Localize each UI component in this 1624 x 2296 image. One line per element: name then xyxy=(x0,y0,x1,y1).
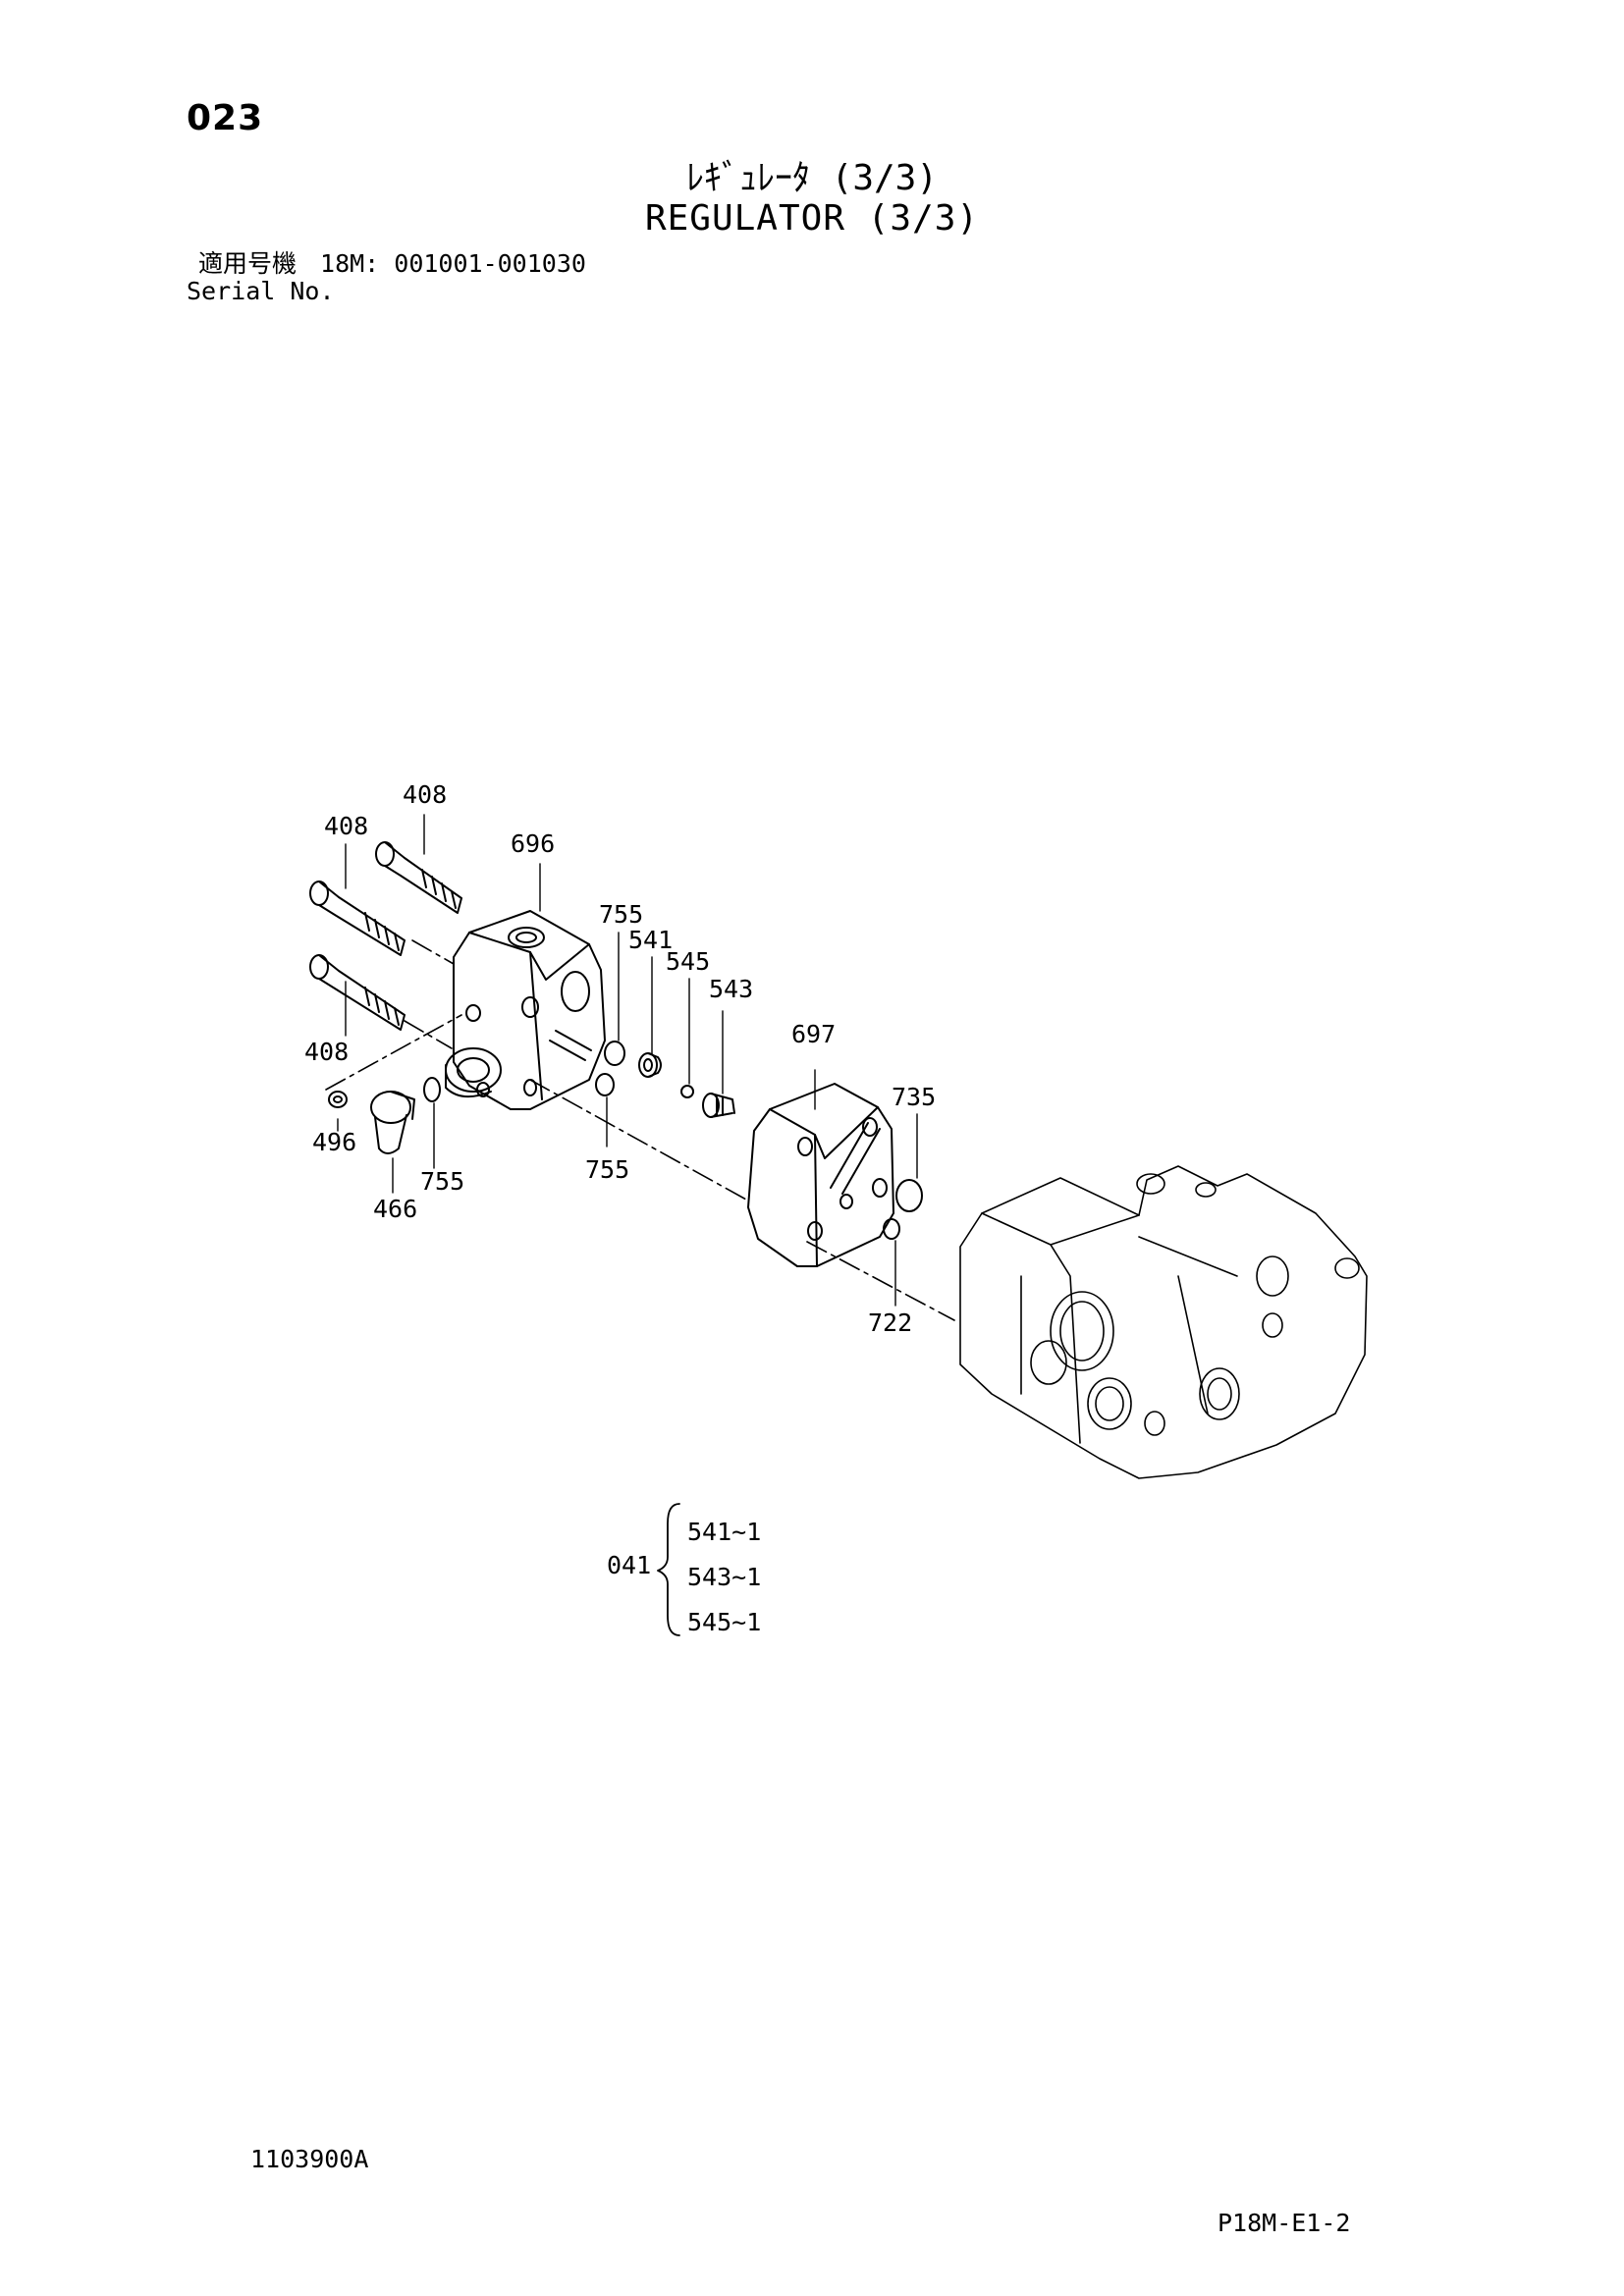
bolt-408-middle xyxy=(309,881,406,956)
bolt-408-lower xyxy=(309,954,406,1031)
plug-466 xyxy=(370,1091,415,1154)
callout-408: 408 xyxy=(324,812,368,840)
callout-697: 697 xyxy=(791,1020,836,1048)
plug-543 xyxy=(702,1093,735,1118)
o-ring-755-lower xyxy=(595,1073,615,1096)
serial-range: 18M: 001001-001030 xyxy=(320,249,586,278)
kit-brace xyxy=(657,1503,680,1636)
callout-leader-lines xyxy=(337,814,918,1307)
callout-466: 466 xyxy=(373,1195,417,1223)
seat-541 xyxy=(638,1052,662,1078)
callout-541: 541 xyxy=(628,926,673,954)
o-ring-755-plug xyxy=(423,1077,441,1102)
callout-755: 755 xyxy=(585,1155,629,1184)
pump-body-phantom xyxy=(959,1165,1368,1479)
callout-496: 496 xyxy=(312,1128,356,1156)
cover-697 xyxy=(747,1083,894,1267)
callout-543: 543 xyxy=(709,975,753,1003)
callout-408: 408 xyxy=(304,1038,349,1066)
plug-496 xyxy=(328,1091,348,1108)
kit-label: 041 xyxy=(607,1551,652,1579)
drawing-id: 1103900A xyxy=(250,2145,369,2173)
bolt-408-top xyxy=(375,841,462,914)
callout-755: 755 xyxy=(599,900,643,929)
ball-545 xyxy=(680,1085,694,1098)
callout-735: 735 xyxy=(892,1083,936,1111)
kit-item: 541~1 xyxy=(687,1518,762,1546)
callout-755: 755 xyxy=(420,1167,464,1196)
assembly-axis-lines xyxy=(325,939,955,1321)
sheet-code: P18M-E1-2 xyxy=(1218,2209,1351,2237)
callout-545: 545 xyxy=(666,947,710,976)
serial-number-block: 適用号機 18M: 001001-001030 Serial No. xyxy=(187,250,586,305)
o-ring-735 xyxy=(895,1179,923,1212)
regulator-housing-696 xyxy=(445,910,606,1110)
o-ring-722 xyxy=(883,1218,900,1240)
callout-722: 722 xyxy=(868,1308,912,1337)
serial-label-japanese: 適用号機 xyxy=(198,249,298,278)
page-number: 023 xyxy=(187,98,264,138)
serial-label: Serial No. xyxy=(187,277,335,305)
o-ring-755-upper xyxy=(604,1041,625,1066)
page-title-japanese: ﾚｷﾞｭﾚｰﾀ (3/3) xyxy=(685,158,939,198)
callout-408: 408 xyxy=(403,780,447,809)
kit-item: 545~1 xyxy=(687,1608,762,1636)
kit-items: 541~1 543~1 545~1 xyxy=(687,1510,761,1645)
callout-696: 696 xyxy=(511,829,555,858)
page-title: REGULATOR (3/3) xyxy=(644,198,980,239)
kit-item: 543~1 xyxy=(687,1563,762,1591)
